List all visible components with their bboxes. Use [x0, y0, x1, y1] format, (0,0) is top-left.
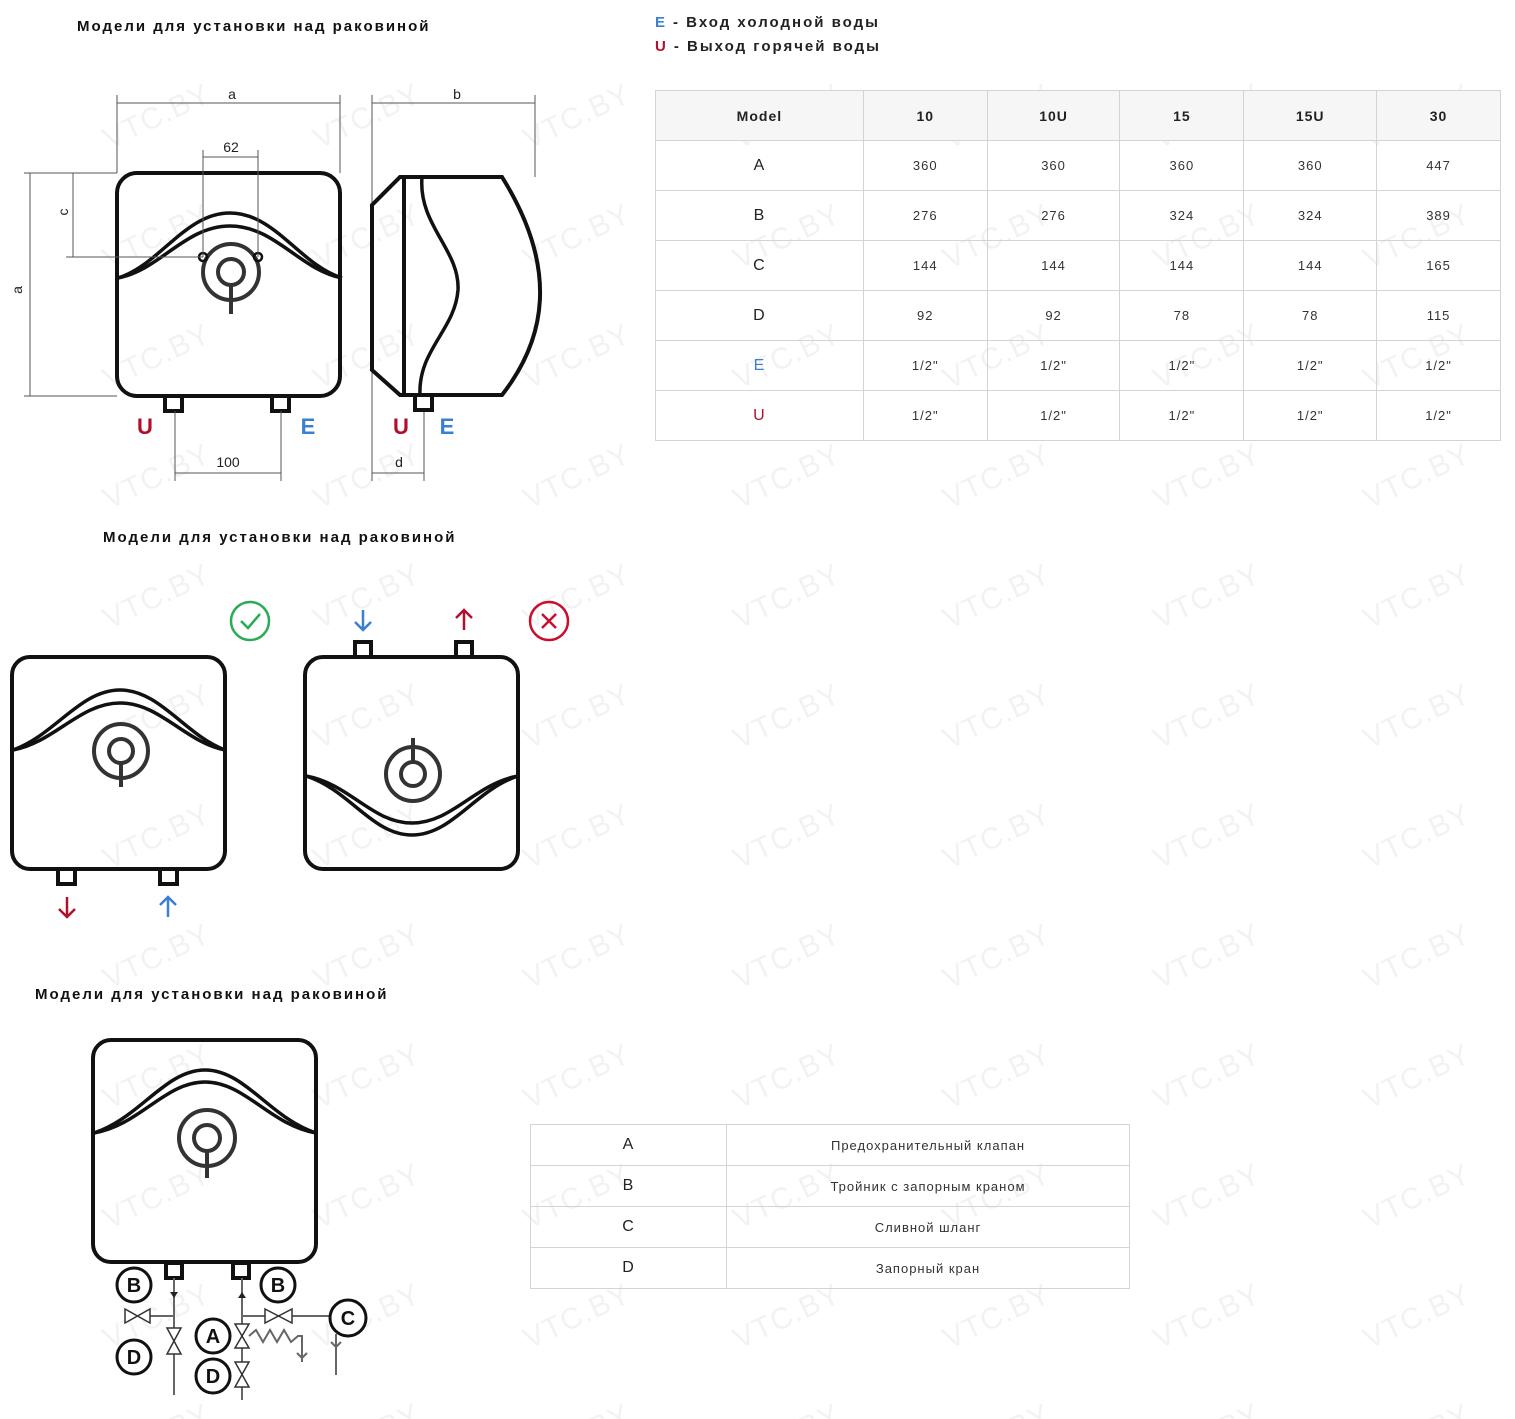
side-view-heater	[370, 175, 542, 412]
legend-text: - Вход холодной воды	[673, 14, 880, 31]
label-circle-d	[194, 1357, 232, 1395]
dim-label-d: d	[395, 454, 403, 470]
legend-text: - Выход горячей воды	[673, 38, 881, 55]
correct-orientation-heater	[10, 655, 227, 886]
dim-label-62: 62	[223, 139, 239, 155]
schematic-label-b: B	[127, 1275, 141, 1297]
section-title-dimensions: Модели для установки над раковиной	[77, 18, 431, 35]
row-label: C	[655, 240, 864, 291]
schematic-label-d: D	[127, 1347, 141, 1369]
plumbing-schematic	[124, 1278, 342, 1400]
hot-out-arrow	[58, 897, 76, 919]
section-title-orientation: Модели для установки над раковиной	[103, 529, 457, 546]
part-description: Тройник с запорным краном	[726, 1165, 1130, 1207]
label-circle-d	[115, 1338, 153, 1376]
table-header-row: Model 10 10U 15 15U 30	[655, 90, 1501, 141]
check-icon	[229, 600, 271, 642]
cold-in-arrow	[354, 610, 372, 632]
front-view-heater	[115, 171, 343, 413]
valve-icon	[165, 1327, 183, 1355]
table-cell: 1/2"	[862, 340, 988, 391]
valve-icon	[233, 1361, 251, 1388]
valve-icon	[264, 1307, 293, 1325]
table-cell: 144	[1243, 240, 1378, 291]
table-cell: 1/2"	[1119, 390, 1245, 441]
table-cell: 1/2"	[986, 390, 1121, 441]
row-label: U	[655, 390, 864, 441]
dim-label-b: b	[453, 86, 461, 102]
outlet-label: U	[137, 414, 153, 439]
table-cell: 92	[986, 290, 1121, 341]
dim-label-a-vertical: a	[9, 286, 25, 294]
cross-icon	[528, 600, 570, 642]
table-cell: 389	[1376, 190, 1501, 241]
schematic-label-a: A	[206, 1326, 220, 1348]
table-cell: 1/2"	[1243, 340, 1378, 391]
part-key: A	[530, 1124, 727, 1166]
table-cell: 92	[862, 290, 988, 341]
valve-icon	[124, 1307, 151, 1325]
label-circle-b	[259, 1266, 297, 1304]
table-cell: 276	[986, 190, 1121, 241]
table-cell: 360	[862, 140, 988, 191]
table-cell: 324	[1119, 190, 1245, 241]
table-cell: 360	[1119, 140, 1245, 191]
schematic-label-c: C	[341, 1308, 355, 1330]
schematic-label-b: B	[271, 1275, 285, 1297]
row-label: D	[655, 290, 864, 341]
outlet-label-side: U	[393, 414, 409, 439]
label-circle-c	[328, 1298, 368, 1338]
row-label: A	[655, 140, 864, 191]
dim-label-100: 100	[216, 454, 240, 470]
inlet-label-side: E	[440, 414, 455, 439]
table-cell: 1/2"	[862, 390, 988, 441]
header-cell: 10U	[986, 90, 1121, 141]
table-cell: 115	[1376, 290, 1501, 341]
connection-heater	[91, 1038, 318, 1280]
hot-out-arrow	[455, 608, 473, 630]
dim-label-c: c	[55, 209, 71, 216]
incorrect-orientation-heater	[303, 640, 520, 871]
part-description: Предохранительный клапан	[726, 1124, 1130, 1166]
header-cell: 30	[1376, 90, 1501, 141]
legend-inlet: E - Вход холодной воды	[655, 14, 880, 31]
legend-key-e: E	[655, 14, 668, 31]
label-circle-b	[115, 1266, 153, 1304]
table-cell: 1/2"	[1243, 390, 1378, 441]
cold-in-arrow	[159, 895, 177, 917]
safety-valve-icon	[233, 1323, 251, 1349]
part-key: D	[530, 1247, 727, 1289]
table-cell: 1/2"	[1376, 390, 1501, 441]
header-cell: 15	[1119, 90, 1245, 141]
legend-key-u: U	[655, 38, 668, 55]
schematic-label-d: D	[206, 1366, 220, 1388]
inlet-label: E	[301, 414, 316, 439]
table-cell: 360	[1243, 140, 1378, 191]
label-circle-a	[194, 1317, 232, 1355]
table-cell: 1/2"	[1376, 340, 1501, 391]
header-cell: Model	[655, 90, 864, 141]
legend-outlet: U - Выход горячей воды	[655, 38, 881, 55]
dim-label-a: a	[228, 86, 236, 102]
table-cell: 1/2"	[1119, 340, 1245, 391]
row-label: B	[655, 190, 864, 241]
part-description: Запорный кран	[726, 1247, 1130, 1289]
header-cell: 15U	[1243, 90, 1378, 141]
section-title-connection: Модели для установки над раковиной	[35, 986, 389, 1003]
table-cell: 165	[1376, 240, 1501, 291]
table-cell: 447	[1376, 140, 1501, 191]
table-cell: 144	[1119, 240, 1245, 291]
dimension-lines	[24, 95, 536, 481]
